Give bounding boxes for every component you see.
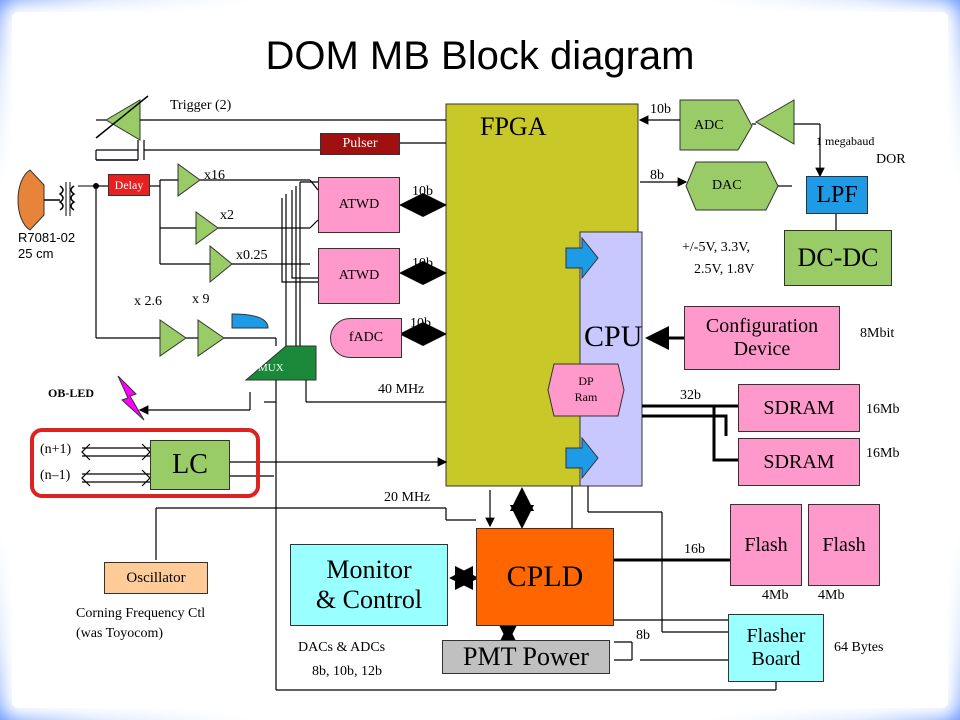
pulser-block: Pulser: [320, 133, 400, 155]
amp-x16: [177, 163, 201, 197]
amp-x26: [159, 319, 187, 357]
flash2-block: Flash: [808, 504, 880, 586]
diagram-title: DOM MB Block diagram: [265, 34, 695, 78]
dcdc-block: DC-DC: [784, 230, 892, 286]
flash2-size-label: 4Mb: [818, 588, 845, 603]
trigger-label: Trigger (2): [170, 98, 232, 113]
x2-label: x2: [220, 208, 234, 223]
voltages-line2: 2.5V, 1.8V: [694, 262, 755, 277]
amp-x2: [195, 211, 219, 245]
atwd1-block: ATWD: [318, 177, 400, 233]
x025-label: x0.25: [236, 248, 268, 263]
fadc-block: fADC: [330, 318, 402, 358]
clock-20mhz-label: 20 MHz: [384, 490, 431, 505]
config-device-block: Configuration Device: [684, 306, 840, 370]
delay-block: Delay: [108, 174, 150, 196]
clock-40mhz-label: 40 MHz: [378, 382, 425, 397]
dp-ram-shape: [547, 363, 625, 417]
flasher-size-label: 64 Bytes: [834, 640, 884, 655]
amp-x9: [197, 319, 225, 357]
voltages-line1: +/-5V, 3.3V,: [682, 240, 751, 255]
n-plus-label: (n+1): [40, 442, 72, 457]
adc-shape: [679, 99, 753, 151]
cpu-label: CPU: [584, 320, 643, 353]
atwd2-block: ATWD: [318, 248, 400, 304]
flasher-line2: Board: [751, 648, 801, 670]
shaper-shape: [231, 313, 269, 329]
n-minus-label: (n–1): [40, 468, 71, 483]
flasher-line1: Flasher: [746, 625, 806, 647]
cpu-block: [579, 231, 643, 487]
dacs-line1: DACs & ADCs: [298, 640, 386, 655]
lpf-block: LPF: [806, 176, 868, 214]
bus-sdram-label: 32b: [680, 388, 701, 403]
x26-label: x 2.6: [134, 294, 162, 309]
bus-dac-label: 8b: [650, 168, 664, 183]
config-size-label: 8Mbit: [860, 326, 895, 341]
monitor-control-block: Monitor & Control: [290, 544, 448, 626]
monitor-line2: & Control: [315, 585, 423, 614]
bus-flash-label: 16b: [684, 542, 705, 557]
dacs-line2: 8b, 10b, 12b: [312, 664, 382, 679]
sdram1-block: SDRAM: [738, 384, 860, 432]
cpld-block: CPLD: [476, 528, 614, 626]
lc-block: LC: [150, 440, 230, 490]
dp-ram-line2: Ram: [574, 390, 598, 404]
corning-line2: (was Toyocom): [76, 626, 164, 641]
monitor-line1: Monitor: [326, 555, 412, 584]
ob-led-label: OB-LED: [48, 386, 95, 400]
mux-shape: [244, 345, 317, 381]
sdram2-block: SDRAM: [738, 438, 860, 486]
receiver-triangle: [755, 99, 795, 145]
ob-led-icon: [117, 375, 145, 421]
adc-label: ADC: [694, 118, 724, 133]
dac-label: DAC: [712, 178, 742, 193]
config-line2: Device: [733, 338, 791, 360]
bus-atwd1-label: 10b: [412, 184, 433, 199]
fpga-label: FPGA: [480, 112, 547, 141]
x16-label: x16: [204, 168, 225, 183]
oscillator-block: Oscillator: [104, 562, 208, 594]
pmt-tube: [17, 169, 45, 231]
amp-x025: [209, 244, 233, 284]
megabaud-label: 1 megabaud: [816, 134, 875, 148]
flash1-size-label: 4Mb: [762, 588, 789, 603]
cpu-arrow-top: [565, 236, 599, 280]
pmt-size-label: 25 cm: [18, 246, 54, 261]
bus-adc-label: 10b: [650, 102, 671, 117]
x9-label: x 9: [192, 292, 210, 307]
flasher-board-block: Flasher Board: [728, 614, 824, 682]
dp-ram-line1: DP: [578, 374, 594, 388]
sdram1-size-label: 16Mb: [866, 402, 900, 417]
corning-line1: Corning Frequency Ctl: [76, 606, 206, 621]
bus-atwd2-label: 10b: [412, 256, 433, 271]
lc-highlight-box: [30, 428, 260, 498]
mux-label: MUX: [258, 362, 284, 374]
pmt-model-label: R7081-02: [18, 230, 76, 245]
config-line1: Configuration: [705, 315, 819, 337]
dor-label: DOR: [876, 152, 906, 167]
cpu-arrow-bottom: [565, 436, 599, 480]
flash1-block: Flash: [730, 504, 802, 586]
pmt-power-block: PMT Power: [442, 640, 610, 674]
bus-fadc-label: 10b: [410, 316, 431, 331]
transformer: [58, 185, 76, 211]
sdram2-size-label: 16Mb: [866, 446, 900, 461]
bus-flasher-label: 8b: [636, 628, 650, 643]
